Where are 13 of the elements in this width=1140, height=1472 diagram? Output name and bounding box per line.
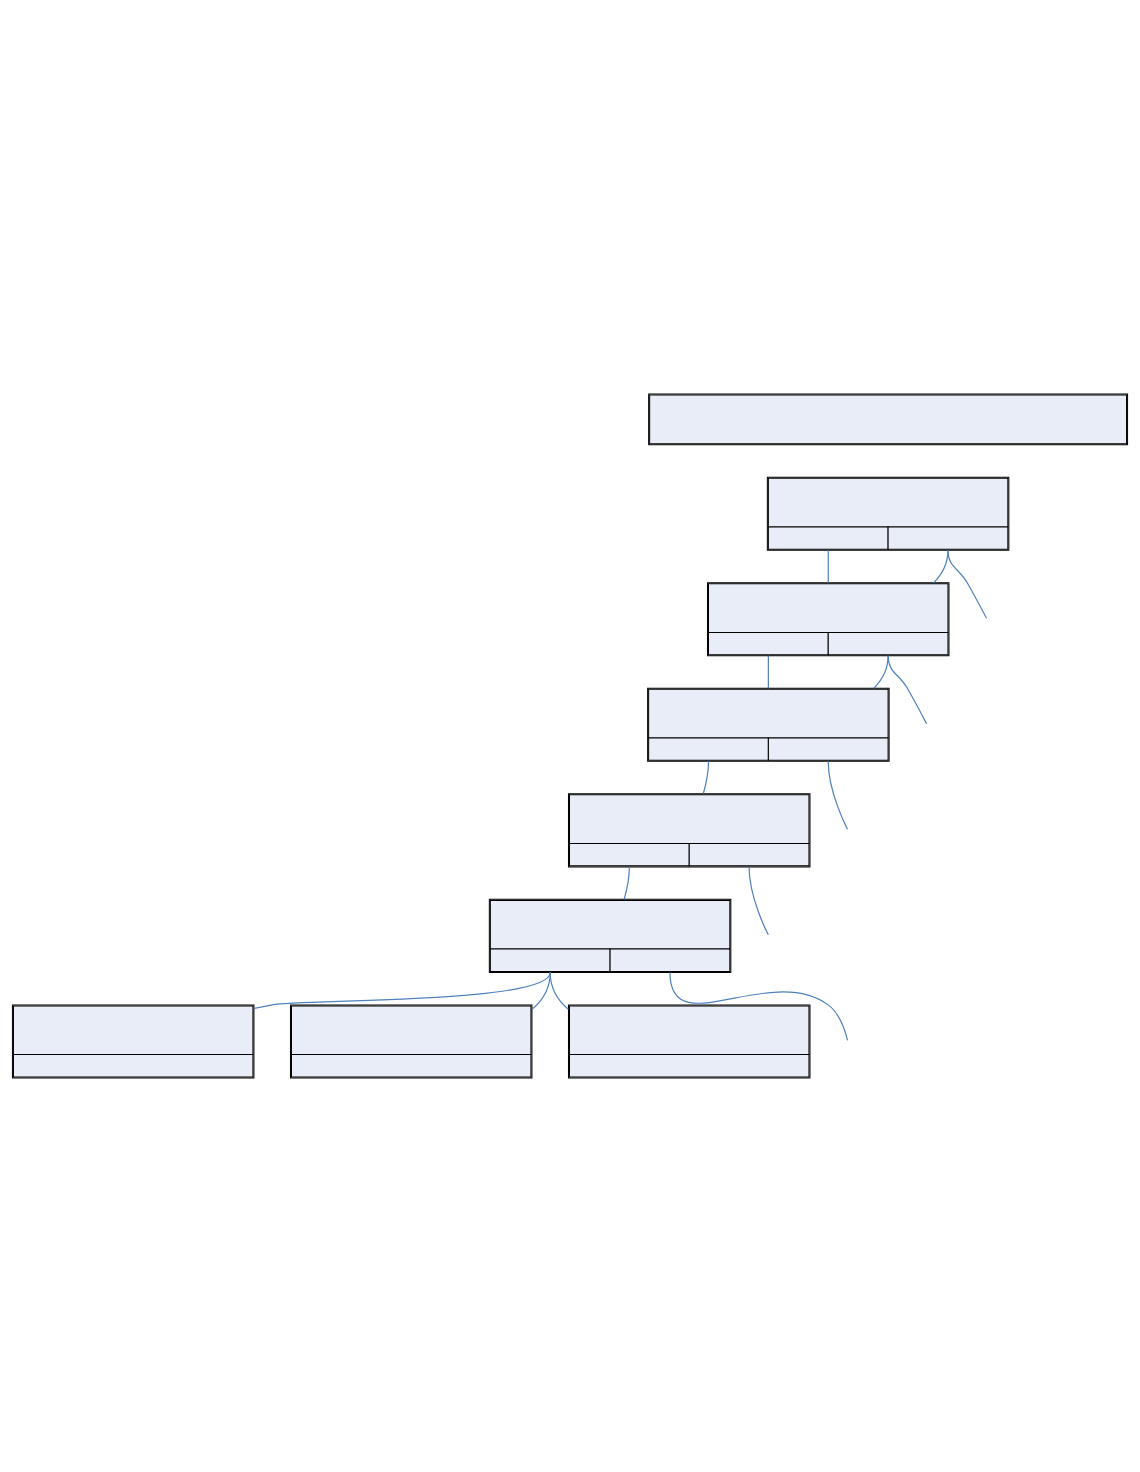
connector — [702, 760, 710, 795]
connector — [748, 866, 769, 936]
connector — [767, 655, 769, 689]
connector — [887, 655, 928, 725]
connector — [253, 971, 551, 1010]
connector — [531, 971, 551, 1010]
connector — [827, 760, 849, 830]
connector — [549, 971, 569, 1010]
connector — [827, 549, 829, 584]
connector — [623, 866, 630, 900]
connector — [669, 971, 849, 1041]
connector — [947, 549, 988, 619]
connector — [873, 655, 889, 689]
